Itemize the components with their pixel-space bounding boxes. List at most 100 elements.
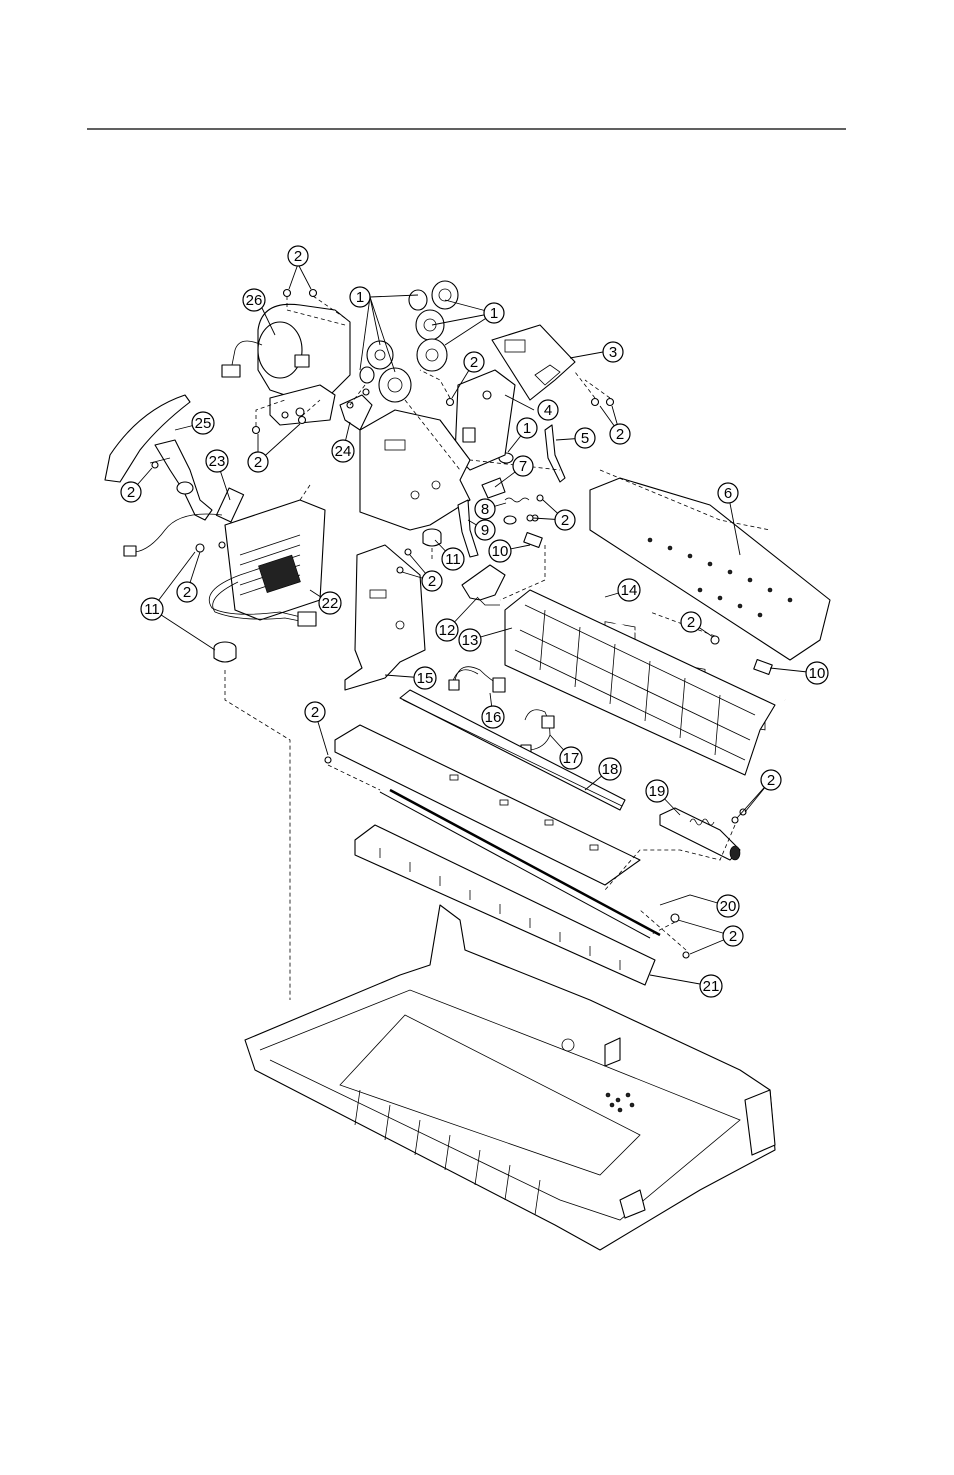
callout-11-b: 11 — [140, 597, 164, 621]
callout-number: 2 — [767, 772, 775, 789]
callout-25: 25 — [191, 411, 215, 435]
callout-circle — [554, 509, 576, 531]
callout-circle — [805, 661, 829, 685]
callout-4: 4 — [537, 399, 559, 421]
callout-number: 2 — [687, 614, 695, 631]
part-14-shaft — [539, 587, 786, 701]
callout-circle — [331, 439, 355, 463]
callout-circle — [441, 547, 465, 571]
callout-number: 11 — [144, 601, 160, 618]
part-9-arm — [457, 499, 517, 558]
callout-number: 10 — [809, 665, 826, 682]
callout-circle — [287, 245, 309, 267]
callout-12: 12 — [435, 618, 459, 642]
callout-24: 24 — [331, 439, 355, 463]
part-base-tray — [244, 904, 776, 1251]
part-25-lever — [104, 394, 213, 521]
callout-2-h: 2 — [176, 581, 198, 603]
callout-circle — [609, 423, 631, 445]
callout-circle — [205, 449, 229, 473]
callout-number: 1 — [490, 305, 498, 322]
callout-2-j: 2 — [304, 701, 326, 723]
callout-circle — [716, 894, 740, 918]
callout-number: 1 — [523, 420, 531, 437]
callout-16: 16 — [481, 705, 505, 729]
callout-2-k: 2 — [760, 769, 782, 791]
callout-circle — [474, 498, 496, 520]
callout-number: 1 — [356, 289, 364, 306]
callout-23: 23 — [205, 449, 229, 473]
part-18-strip — [399, 689, 626, 811]
part-6-cover-plate — [589, 477, 831, 731]
callout-number: 2 — [428, 573, 436, 590]
callout-circle — [512, 455, 534, 477]
callout-5: 5 — [574, 427, 596, 449]
callout-circle — [176, 581, 198, 603]
callout-number: 4 — [544, 402, 552, 419]
callout-15: 15 — [413, 666, 437, 690]
callout-circle — [602, 341, 624, 363]
part-15-frame — [344, 544, 426, 691]
callout-2-g: 2 — [421, 570, 443, 592]
part-21-rail — [354, 824, 656, 986]
callout-1-a: 1 — [349, 286, 371, 308]
callout-circle — [435, 618, 459, 642]
callout-number: 22 — [322, 595, 339, 612]
callout-number: 12 — [439, 622, 456, 639]
callout-circle — [481, 705, 505, 729]
part-16-cable — [448, 666, 506, 693]
callout-9: 9 — [474, 519, 496, 541]
callout-circle — [463, 351, 485, 373]
callout-number: 2 — [470, 354, 478, 371]
callout-22: 22 — [318, 591, 342, 615]
callout-number: 6 — [724, 485, 732, 502]
callout-number: 2 — [616, 426, 624, 443]
callout-circle — [483, 302, 505, 324]
callout-number: 14 — [621, 582, 638, 599]
callout-2-f: 2 — [554, 509, 576, 531]
callout-7: 7 — [512, 455, 534, 477]
callout-6: 6 — [717, 482, 739, 504]
callout-2-top: 2 — [287, 245, 309, 267]
callout-2-c: 2 — [463, 351, 485, 373]
callout-11-a: 11 — [441, 547, 465, 571]
part-19-spring — [659, 807, 741, 861]
part-17-cable — [520, 709, 555, 756]
callout-21: 21 — [699, 974, 723, 998]
part-4-plate — [454, 369, 516, 471]
callout-number: 11 — [445, 551, 461, 568]
callout-8: 8 — [474, 498, 496, 520]
callout-number: 9 — [481, 522, 489, 539]
callout-circle — [598, 757, 622, 781]
callout-circle — [474, 519, 496, 541]
part-23-sensor — [123, 487, 245, 557]
part-side-frame — [339, 394, 471, 531]
part-26-motor — [221, 303, 351, 426]
callout-14: 14 — [617, 578, 641, 602]
callout-number: 21 — [703, 978, 720, 995]
callout-number: 2 — [561, 512, 569, 529]
callout-circle — [413, 666, 437, 690]
callout-number: 2 — [127, 484, 135, 501]
callout-1-c: 1 — [516, 417, 538, 439]
callout-2-d: 2 — [247, 451, 269, 473]
callout-circle — [722, 925, 744, 947]
callout-circle — [760, 769, 782, 791]
callout-number: 7 — [519, 458, 527, 475]
callout-number: 20 — [720, 898, 737, 915]
callout-number: 2 — [254, 454, 262, 471]
callout-17: 17 — [559, 746, 583, 770]
callout-circle — [645, 779, 669, 803]
callout-19: 19 — [645, 779, 669, 803]
callout-number: 16 — [485, 709, 502, 726]
callout-number: 17 — [563, 750, 580, 767]
part-13-paper-guide — [504, 589, 776, 776]
callout-2-b: 2 — [609, 423, 631, 445]
callout-circle — [680, 611, 702, 633]
callout-number: 19 — [649, 783, 666, 800]
assembly-lines — [224, 295, 771, 1000]
callout-circle — [458, 628, 482, 652]
callout-number: 23 — [209, 453, 226, 470]
